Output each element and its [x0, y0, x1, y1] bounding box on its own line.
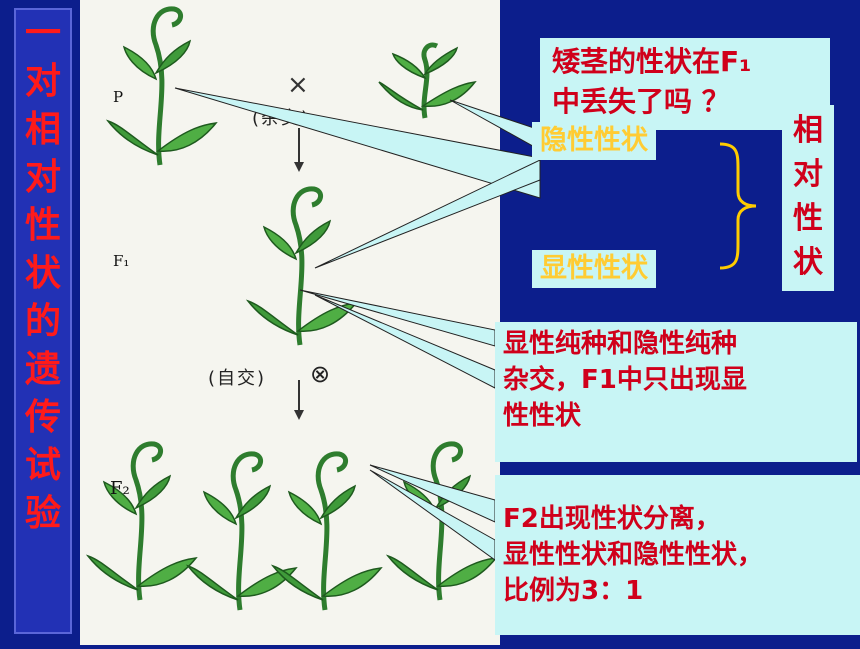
- f1-callout-line-2: 杂交，F1中只出现显: [503, 365, 747, 395]
- self-cross-label: (自交): [208, 368, 267, 389]
- side-title-char: 的: [24, 301, 61, 342]
- generation-label-f1: F₁: [113, 252, 130, 270]
- cross-symbol: ×: [287, 70, 311, 100]
- question-line-2: 中丢失了吗 ？: [552, 85, 730, 118]
- side-title-char: 验: [24, 493, 61, 534]
- side-title-char: 对: [24, 61, 61, 102]
- relative-traits-char: 对: [793, 157, 823, 192]
- dominant-trait-label: 显性性状: [532, 250, 656, 288]
- recessive-trait-label: 隐性性状: [532, 122, 656, 160]
- side-title: 一 对 相 对 性 状 的 遗 传 试 验: [14, 8, 72, 634]
- relative-traits-box: 相 对 性 状: [782, 105, 834, 291]
- generation-label-p: P: [113, 88, 124, 106]
- question-box: 矮茎的性状在F₁ 中丢失了吗 ？: [540, 38, 830, 130]
- f2-callout-line-3: 比例为3：1: [503, 576, 644, 606]
- self-cross-symbol: ⊗: [310, 360, 333, 388]
- side-title-char: 试: [24, 445, 61, 486]
- f2-explanation-callout: F2出现性状分离， 显性性状和隐性性状， 比例为3：1: [495, 475, 860, 635]
- side-title-char: 对: [24, 157, 61, 198]
- f2-callout-line-1: F2出现性状分离，: [503, 504, 721, 534]
- side-title-char: 性: [24, 205, 61, 246]
- f1-explanation-callout: 显性纯种和隐性纯种 杂交，F1中只出现显 性性状: [495, 322, 857, 462]
- side-title-char: 相: [24, 109, 61, 150]
- relative-traits-char: 相: [793, 113, 823, 148]
- curly-brace: [719, 142, 757, 270]
- relative-traits-char: 性: [793, 201, 823, 236]
- plant-illustrations: [80, 0, 500, 645]
- question-line-1: 矮茎的性状在F₁: [552, 45, 752, 78]
- side-title-char: 一: [24, 13, 61, 54]
- side-title-char: 状: [24, 253, 61, 294]
- f2-callout-line-2: 显性性状和隐性性状，: [503, 540, 764, 570]
- f1-callout-line-1: 显性纯种和隐性纯种: [503, 329, 738, 359]
- generation-label-f2: F₂: [110, 478, 130, 499]
- side-title-char: 遗: [24, 349, 61, 390]
- relative-traits-char: 状: [793, 245, 823, 280]
- f1-callout-line-3: 性性状: [503, 401, 582, 431]
- side-title-char: 传: [24, 397, 61, 438]
